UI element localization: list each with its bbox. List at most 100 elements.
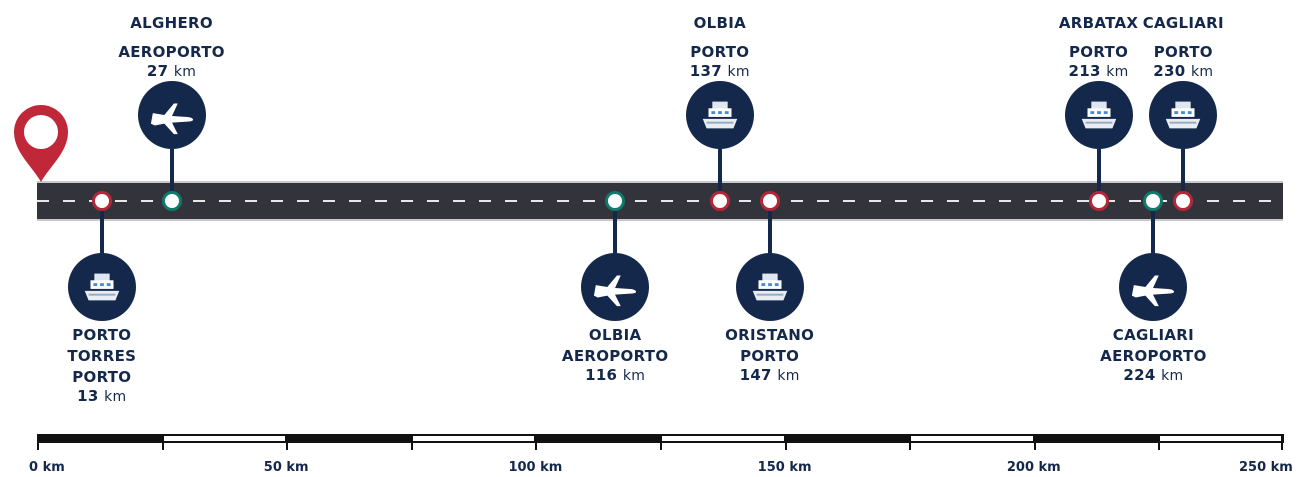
stop-icon-badge xyxy=(581,253,650,321)
stop-icon-badge xyxy=(735,253,804,321)
scale-segment xyxy=(286,434,412,443)
stop-label-line: PORTO xyxy=(72,326,132,344)
scale-tick xyxy=(909,434,912,450)
stop-label-line: AEROPORTO xyxy=(561,347,669,365)
stop-label-line: AEROPORTO xyxy=(1100,347,1207,365)
scale-segment xyxy=(784,434,911,443)
stop-label-line: PORTO xyxy=(1069,43,1129,61)
scale-tick xyxy=(535,434,538,450)
stop-distance-unit: km xyxy=(1161,368,1184,384)
airplane-icon xyxy=(594,275,637,307)
stop-icon-badge xyxy=(137,81,206,149)
port-marker-dot xyxy=(709,191,730,211)
scale-tick xyxy=(410,434,413,450)
stop-label-line: CAGLIARI xyxy=(1112,326,1195,344)
stop-distance-value: 116 xyxy=(585,366,618,384)
scale-tick xyxy=(161,434,164,450)
airport-marker-dot xyxy=(161,191,182,211)
stop-icon-badge xyxy=(685,81,754,149)
stop-label-line: TORRES xyxy=(67,347,137,365)
stop-connector xyxy=(169,149,174,201)
stop-connector xyxy=(1151,201,1156,253)
scale-tick xyxy=(286,434,289,450)
ship-icon xyxy=(752,273,787,301)
scale-tick-label: 100 km xyxy=(508,460,563,475)
stop-label-line: PORTO xyxy=(740,347,800,365)
port-marker-dot xyxy=(1088,191,1109,211)
scale-segment xyxy=(410,434,537,443)
stop-distance-value: 13 xyxy=(77,387,99,405)
stop-distance-value: 230 xyxy=(1153,62,1186,80)
scale-tick xyxy=(660,434,662,450)
stop-label-line: OLBIA xyxy=(693,14,747,32)
scale-tick xyxy=(1158,434,1161,450)
airport-marker-dot xyxy=(605,191,626,211)
scale-tick xyxy=(1033,434,1036,450)
distance-scale-bar: 0 km 50 km 100 km 150 km 200 km 250 km xyxy=(29,434,1293,475)
stop-distance-value: 224 xyxy=(1123,366,1156,384)
scale-tick-label: 200 km xyxy=(1006,460,1061,475)
stop-label-line: AEROPORTO xyxy=(118,43,225,61)
scale-segment xyxy=(1158,434,1284,443)
ship-icon xyxy=(84,273,120,301)
stop-label-line: CAGLIARI xyxy=(1142,14,1224,32)
airport-marker-dot xyxy=(1143,191,1164,211)
scale-tick xyxy=(1281,434,1283,450)
scale-segment xyxy=(909,434,1035,443)
stop-icon-badge xyxy=(1064,81,1133,149)
scale-tick-label: 250 km xyxy=(1239,460,1293,475)
stop-connector xyxy=(1096,149,1101,201)
stop-distance-unit: km xyxy=(622,368,646,384)
stop-connector xyxy=(99,201,104,253)
stop-connector xyxy=(717,149,722,201)
stop-distance-value: 213 xyxy=(1068,62,1101,80)
scale-tick-label: 0 km xyxy=(29,460,65,475)
stop-label-line: PORTO xyxy=(72,368,132,386)
stop-distance-unit: km xyxy=(1106,64,1129,80)
stop-connector xyxy=(1181,149,1186,201)
port-marker-dot xyxy=(1173,191,1194,211)
scale-segment xyxy=(37,434,163,443)
stop-label-line: OLBIA xyxy=(588,326,642,344)
stop-distance-unit: km xyxy=(727,64,750,80)
stop-label-line: ORISTANO xyxy=(725,326,815,344)
stop-connector xyxy=(767,201,772,253)
scale-tick-label: 50 km xyxy=(263,460,309,475)
map-pin-icon xyxy=(14,105,68,182)
stop-distance-value: 147 xyxy=(739,366,772,384)
stop-icon-badge xyxy=(1119,253,1188,321)
port-marker-dot xyxy=(759,191,780,211)
scale-segment xyxy=(535,434,661,443)
stop-icon-badge xyxy=(67,253,136,321)
scale-segment xyxy=(1033,434,1160,443)
airplane-icon xyxy=(150,103,193,135)
stop-distance-value: 137 xyxy=(689,62,722,80)
road xyxy=(37,181,1283,221)
stop-connector xyxy=(613,201,618,253)
stop-distance-unit: km xyxy=(777,368,800,384)
ship-icon xyxy=(702,101,738,129)
stop-icon-badge xyxy=(1149,81,1218,149)
scale-tick xyxy=(37,434,39,450)
scale-tick xyxy=(784,434,787,450)
scale-segment xyxy=(161,434,288,443)
stop-distance-unit: km xyxy=(1191,64,1214,80)
ship-icon xyxy=(1166,101,1201,129)
airplane-icon xyxy=(1132,275,1175,307)
stop-label-line: PORTO xyxy=(1153,43,1213,61)
ship-icon xyxy=(1081,101,1116,129)
stop-label-line: ARBATAX xyxy=(1058,14,1139,32)
scale-segment xyxy=(660,434,786,443)
road-center-line xyxy=(37,200,1283,202)
scale-tick-label: 150 km xyxy=(757,460,812,475)
port-marker-dot xyxy=(91,191,112,211)
stop-distance-value: 27 xyxy=(146,62,169,80)
